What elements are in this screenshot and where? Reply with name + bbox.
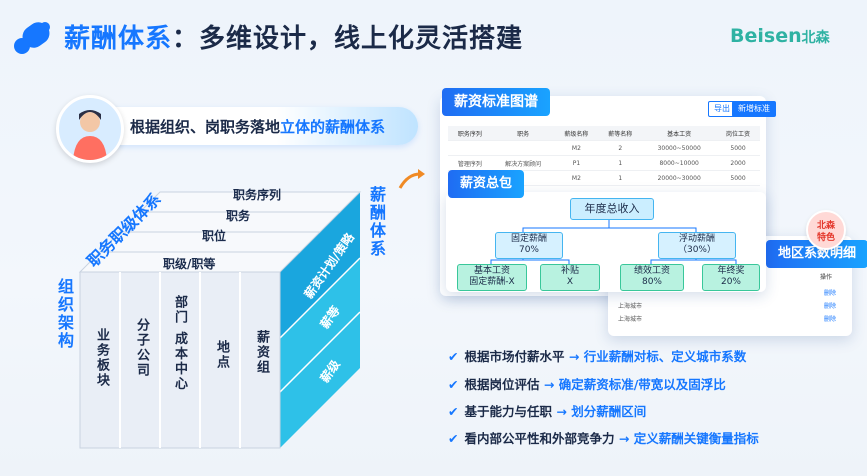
cube-col-1: 业务板块 [94,328,109,388]
app-logo-icon [14,22,50,54]
arrow-icon: → [539,377,559,392]
add-standard-button[interactable]: 新增标准 [732,101,776,117]
banner-text-pre: 根据组织、岗职务落地 [130,118,281,136]
cube-right-band-1 [280,192,360,338]
cube-top-row-3: 职位 [202,229,227,243]
cube-front-face [79,271,281,449]
salary-cube-diagram [78,191,362,449]
title-accent: 薪酬体系 [64,24,173,54]
avatar [56,95,124,163]
bullet-item-1: ✔根据市场付薪水平 → 行业薪酬对标、定义城市系数 [448,349,747,364]
arrow-icon: → [614,431,634,446]
cube-top-row-1: 职务序列 [233,188,282,202]
tab-salary-standard[interactable]: 薪资标准图谱 [442,88,550,116]
region-list: 删除 上海城市删除 上海城市删除 [618,288,844,327]
check-icon: ✔ [448,431,459,446]
brand-cn: 北森 [801,30,830,46]
col-header: 薪等名称 [598,126,643,141]
brand-en: Beisen [730,25,802,47]
col-op-header: 操作 [820,274,833,281]
delete-link[interactable]: 删除 [823,303,836,310]
cube-col-2: 分子公司 [134,318,149,378]
delete-link[interactable]: 删除 [823,316,836,323]
arrow-icon: → [564,349,584,364]
node-base-salary: 基本工资固定薪酬-X [457,264,527,291]
person-icon [73,110,107,160]
arrow-right-icon [398,169,425,189]
bullet-item-2: ✔根据岗位评估 → 确定薪资标准/带宽以及固浮比 [448,377,726,392]
cube-top-row-4: 职级/职等 [163,257,216,271]
list-item[interactable]: 上海城市删除 [618,316,836,323]
page-title: 薪酬体系：多维设计，线上化灵活搭建 [64,18,523,55]
cube-col-5: 薪资组 [254,330,269,375]
banner-text-highlight: 立体的薪酬体系 [280,118,386,136]
bullet-item-3: ✔基于能力与任职 → 划分薪酬区间 [448,404,647,419]
label-salary-system: 薪酬体系 [370,185,387,258]
col-header: 岗位工资 [716,126,760,141]
col-header: 职务序列 [448,126,492,141]
arrow-icon: → [552,404,572,419]
node-variable-pay: 浮动薪酬（30%） [658,232,736,259]
bullet-item-4: ✔看内部公平性和外部竞争力 → 定义薪酬关键衡量指标 [448,431,759,446]
col-header: 基本工资 [642,126,717,141]
list-item[interactable]: 删除 [618,288,844,301]
check-icon: ✔ [448,404,459,419]
title-rest: ：多维设计，线上化灵活搭建 [172,24,524,54]
cube-top-row-2: 职务 [226,209,251,223]
node-annual-income: 年度总收入 [570,198,654,220]
banner-text: 根据组织、岗职务落地立体的薪酬体系 [130,116,385,137]
label-org-structure: 组织架构 [58,277,75,350]
brand-logo: Beisen北森 [730,25,830,47]
feature-badge: 北森 特色 [806,210,846,250]
tab-salary-package[interactable]: 薪资总包 [448,170,525,198]
cube-col-3: 部门 成本中心 [172,295,187,392]
cube-col-4: 地点 [214,340,229,370]
list-item[interactable]: 上海城市删除 [618,303,836,310]
col-header: 薪级名称 [554,126,599,141]
col-header: 职务 [491,126,555,141]
banner [104,107,418,145]
delete-link[interactable]: 删除 [823,290,836,297]
badge-text: 北森 特色 [816,221,835,243]
check-icon: ✔ [448,377,459,392]
check-icon: ✔ [448,349,459,364]
